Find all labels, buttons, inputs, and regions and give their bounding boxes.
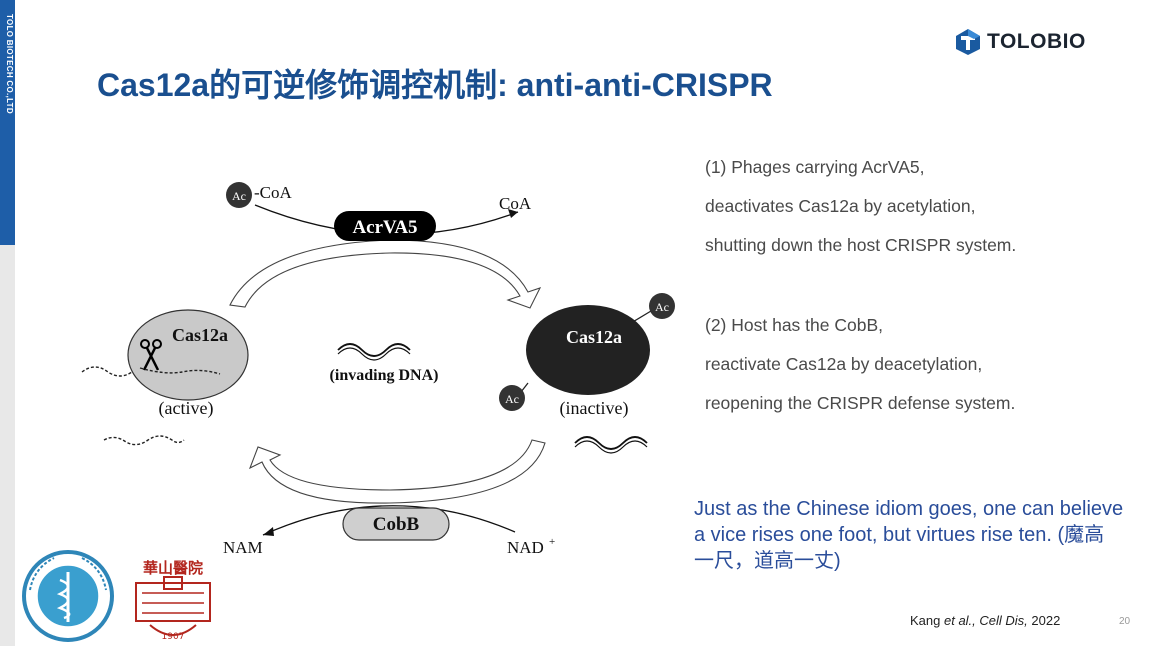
citation-journal: Cell Dis, — [975, 613, 1028, 628]
nad-label: NAD — [507, 538, 544, 557]
acetyl-bond-top — [630, 310, 652, 324]
acetyl-coa-label: -CoA — [254, 183, 293, 202]
hospital-seal-1-logo — [22, 550, 114, 642]
note-1-line-3: shutting down the host CRISPR system. — [705, 235, 1017, 255]
note-2-line-2: reactivate Cas12a by deacetylation, — [705, 354, 983, 374]
note-1-line-1: (1) Phages carrying AcrVA5, — [705, 157, 925, 177]
invading-dna-label: (invading DNA) — [330, 367, 439, 384]
hospital-2-name: 華山醫院 — [143, 559, 203, 577]
acetyl-group-icon — [226, 182, 252, 208]
acetyl-label: Ac — [232, 189, 246, 203]
note-2-line-3: reopening the CRISPR defense system. — [705, 393, 1016, 413]
cleaved-dna — [81, 366, 221, 377]
nam-arrowhead — [263, 527, 274, 536]
idiom-text: Just as the Chinese idiom goes, one can … — [694, 498, 1124, 572]
citation-etal: et al., — [943, 613, 976, 628]
mechanism-diagram: Ac -CoA CoA AcrVA5 Cas12a (active) (inva… — [81, 182, 675, 557]
bottom-cycle-arrow — [248, 439, 546, 504]
intact-dna-strand — [574, 436, 648, 450]
cobb-label: CobB — [373, 514, 420, 535]
cas12a-inactive — [526, 305, 650, 395]
brand-name: TOLOBIO — [987, 30, 1086, 53]
tolobio-logo-icon — [956, 29, 980, 55]
acetyl-group-bottom-icon — [499, 385, 525, 411]
cobb-reaction-arc — [262, 505, 516, 536]
nad-superscript: + — [549, 536, 555, 548]
acetyl-bottom-label: Ac — [505, 392, 519, 406]
hospital-seal-2-logo: 華山醫院 1907 — [135, 559, 211, 642]
nam-label: NAM — [223, 538, 263, 557]
citation: Kang et al., Cell Dis, 2022 — [910, 613, 1060, 628]
acrva5-label: AcrVA5 — [352, 217, 417, 238]
intact-dna-strand-2 — [574, 440, 648, 454]
acrva5-enzyme — [334, 211, 436, 241]
slide-title: Cas12a的可逆修饰调控机制: anti-anti-CRISPR — [97, 67, 773, 103]
brand-logo: TOLOBIO — [954, 28, 1086, 56]
side-bar-accent — [0, 0, 15, 245]
invading-dna-strand-2 — [337, 347, 411, 361]
top-cycle-arrow — [229, 239, 542, 309]
cas12a-active — [127, 309, 249, 401]
scissors-icon — [140, 339, 162, 371]
coa-label: CoA — [499, 194, 532, 213]
cas12a-active-label: Cas12a — [172, 325, 228, 345]
acetyl-group-top-icon — [649, 293, 675, 319]
cas12a-inactive-label: Cas12a — [566, 327, 622, 347]
company-name: TOLO BIOTECH CO.,LTD — [5, 14, 14, 114]
degraded-dna — [103, 435, 185, 446]
page-number: 20 — [1119, 616, 1131, 627]
hospital-2-year: 1907 — [162, 632, 185, 642]
active-state-label: (active) — [159, 398, 214, 419]
coa-arrowhead — [508, 209, 518, 218]
side-bar-lower — [0, 245, 15, 646]
cobb-enzyme — [342, 507, 450, 541]
citation-author: Kang — [910, 613, 944, 628]
side-bar: TOLO BIOTECH CO.,LTD — [0, 0, 15, 646]
citation-year: 2022 — [1027, 613, 1061, 628]
note-1-line-2: deactivates Cas12a by acetylation, — [705, 196, 976, 216]
note-2-line-1: (2) Host has the CobB, — [705, 315, 883, 335]
acetyl-top-label: Ac — [655, 300, 669, 314]
inactive-state-label: (inactive) — [560, 398, 629, 419]
invading-dna-strand — [337, 343, 411, 357]
